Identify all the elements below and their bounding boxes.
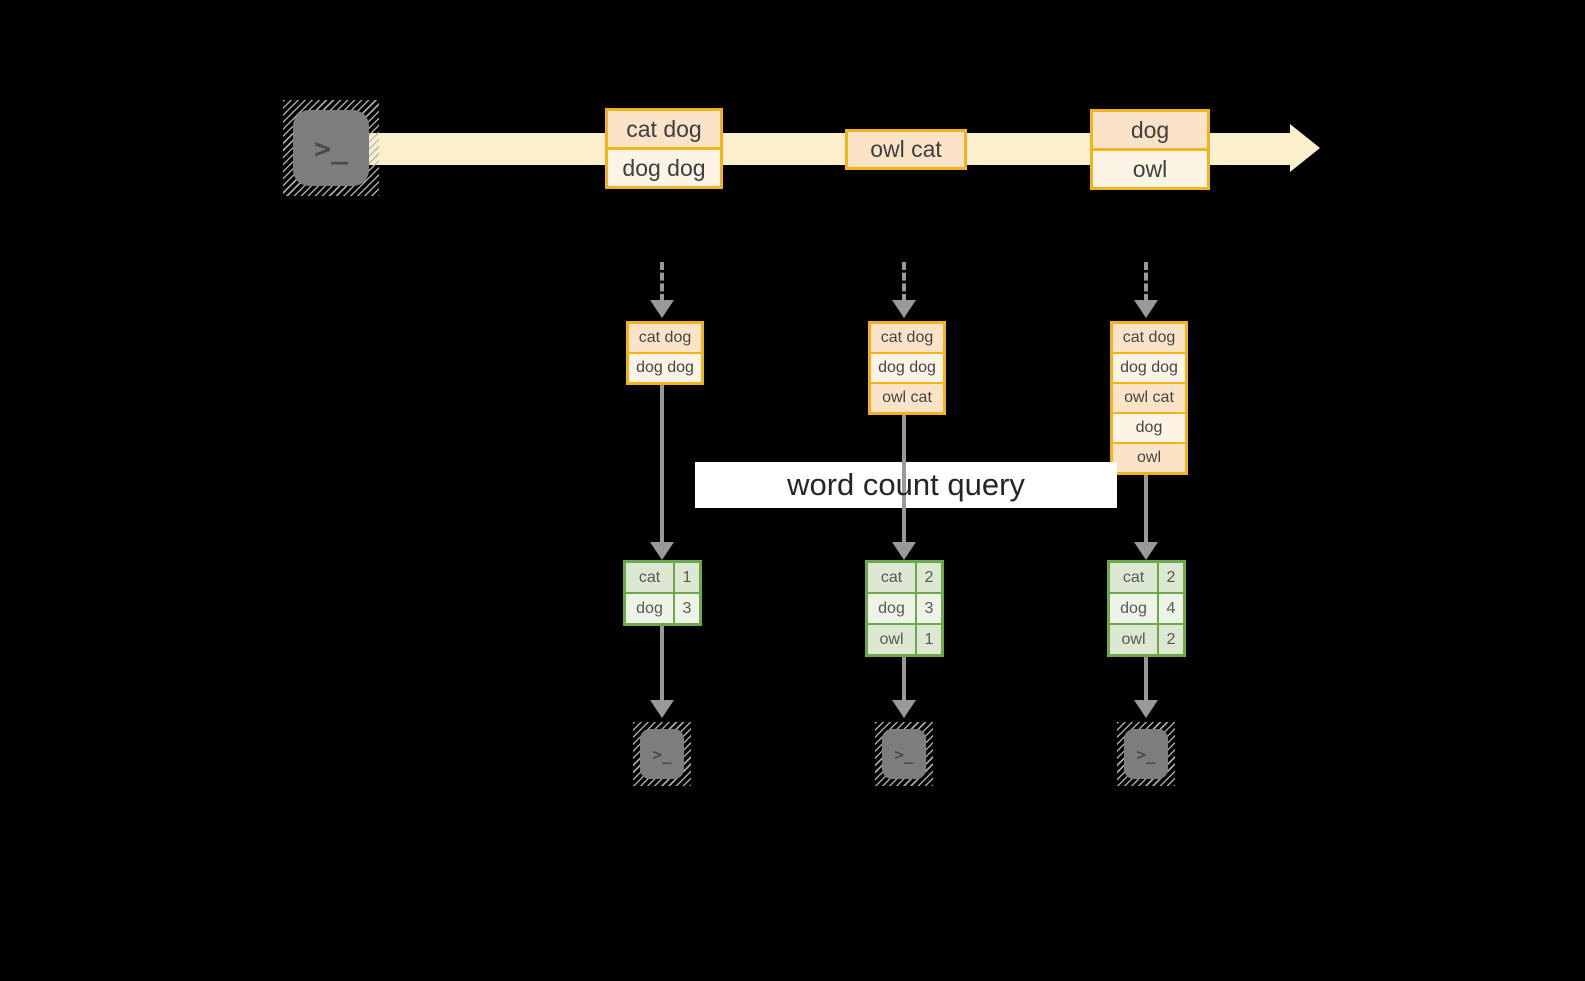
arrowhead-down-icon [1134, 542, 1158, 560]
stream-record-box-1: cat dog dog dog [605, 108, 723, 189]
sink-terminal-icon: >_ [875, 722, 933, 786]
stream-record: cat dog [608, 111, 720, 147]
count-value: 2 [1159, 625, 1183, 654]
buffer-record: owl cat [871, 382, 943, 412]
buffer-record: dog dog [629, 352, 701, 382]
buffer-record: cat dog [629, 324, 701, 352]
dashed-arrow-line [1144, 262, 1148, 302]
terminal-prompt-glyph: >_ [1136, 744, 1156, 764]
buffer-record: dog dog [1113, 352, 1185, 382]
terminal-prompt-glyph: >_ [652, 744, 672, 764]
count-table-3: cat 2 dog 4 owl 2 [1107, 560, 1186, 657]
terminal-screen: >_ [640, 729, 684, 779]
query-label: word count query [787, 467, 1025, 502]
count-value: 2 [917, 563, 941, 592]
stream-record-box-2: owl cat [845, 129, 967, 170]
source-terminal-icon: >_ [283, 100, 379, 196]
buffer-box-1: cat dog dog dog [626, 321, 704, 385]
count-value: 4 [1159, 594, 1183, 623]
count-value: 3 [917, 594, 941, 623]
query-band [695, 462, 1117, 508]
buffer-box-3: cat dog dog dog owl cat dog owl [1110, 321, 1188, 475]
stream-record: owl [1093, 148, 1207, 187]
count-word: cat [1110, 563, 1157, 592]
count-word: owl [868, 625, 915, 654]
arrowhead-down-icon [650, 700, 674, 718]
dashed-arrow-line [902, 262, 906, 302]
stream-record: dog dog [608, 147, 720, 186]
count-table-2: cat 2 dog 3 owl 1 [865, 560, 944, 657]
arrowhead-down-icon [1134, 300, 1158, 318]
buffer-box-2: cat dog dog dog owl cat [868, 321, 946, 415]
terminal-screen: >_ [882, 729, 926, 779]
stream-record-box-3: dog owl [1090, 109, 1210, 190]
terminal-screen: >_ [293, 110, 369, 186]
arrowhead-down-icon [650, 300, 674, 318]
buffer-record: dog [1113, 412, 1185, 442]
count-table-1: cat 1 dog 3 [623, 560, 702, 626]
arrowhead-down-icon [1134, 700, 1158, 718]
terminal-prompt-glyph: >_ [894, 744, 914, 764]
dashed-arrow-line [660, 262, 664, 302]
terminal-screen: >_ [1124, 729, 1168, 779]
count-value: 3 [675, 594, 699, 623]
count-word: dog [626, 594, 673, 623]
buffer-record: dog dog [871, 352, 943, 382]
arrowhead-down-icon [892, 700, 916, 718]
connector-line [902, 415, 906, 544]
count-value: 2 [1159, 563, 1183, 592]
count-word: cat [868, 563, 915, 592]
connector-line [660, 385, 664, 544]
connector-line [660, 626, 664, 702]
connector-line [1144, 475, 1148, 544]
buffer-record: cat dog [871, 324, 943, 352]
buffer-record: owl cat [1113, 382, 1185, 412]
count-word: owl [1110, 625, 1157, 654]
arrowhead-down-icon [892, 542, 916, 560]
sink-terminal-icon: >_ [633, 722, 691, 786]
stream-arrowhead-icon [1290, 124, 1320, 172]
count-word: dog [868, 594, 915, 623]
count-value: 1 [675, 563, 699, 592]
connector-line [902, 657, 906, 702]
sink-terminal-icon: >_ [1117, 722, 1175, 786]
count-word: dog [1110, 594, 1157, 623]
arrowhead-down-icon [650, 542, 674, 560]
stream-record: owl cat [848, 132, 964, 167]
count-value: 1 [917, 625, 941, 654]
arrowhead-down-icon [892, 300, 916, 318]
connector-line [1144, 657, 1148, 702]
count-word: cat [626, 563, 673, 592]
stream-record: dog [1093, 112, 1207, 148]
buffer-record: cat dog [1113, 324, 1185, 352]
terminal-prompt-glyph: >_ [314, 131, 348, 165]
buffer-record: owl [1113, 442, 1185, 472]
